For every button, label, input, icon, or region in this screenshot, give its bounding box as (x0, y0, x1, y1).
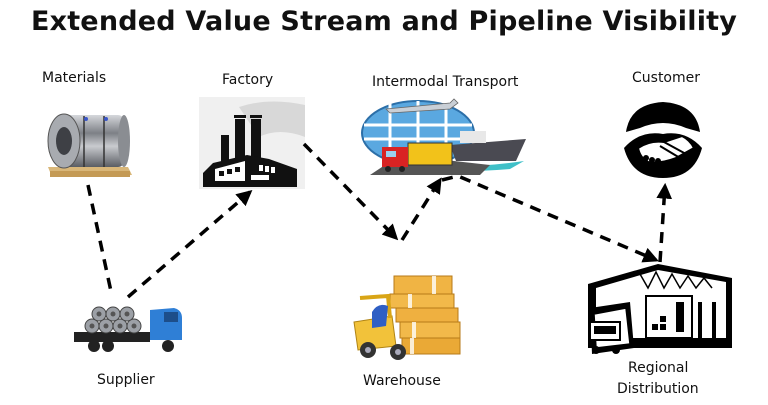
diagram-title: Extended Value Stream and Pipeline Visib… (30, 6, 738, 37)
arrow-materials-to-supplier (86, 184, 114, 297)
arrow-factory-to-warehouse (302, 142, 399, 241)
arrow-supplier-to-factory (126, 189, 253, 299)
label-regional: Regional (628, 360, 689, 376)
arrow-intermodal-to-regional (441, 174, 659, 263)
label-intermodal-transport: Intermodal Transport (372, 74, 519, 90)
arrow-regional-to-customer (656, 182, 673, 263)
label-materials: Materials (42, 70, 107, 86)
label-supplier: Supplier (97, 372, 155, 388)
label-factory: Factory (222, 72, 274, 88)
label-distribution: Distribution (617, 381, 699, 397)
arrow-warehouse-to-intermodal (400, 177, 442, 241)
truck-icon (74, 306, 182, 352)
label-warehouse: Warehouse (363, 373, 441, 389)
forklift-boxes-icon (353, 275, 461, 360)
label-customer: Customer (632, 70, 701, 86)
handshake-icon (624, 102, 702, 178)
distribution-center-icon (588, 264, 732, 354)
intermodal-transport-icon (361, 98, 526, 175)
steel-coil-icon (47, 113, 132, 177)
factory-icon (199, 97, 305, 189)
